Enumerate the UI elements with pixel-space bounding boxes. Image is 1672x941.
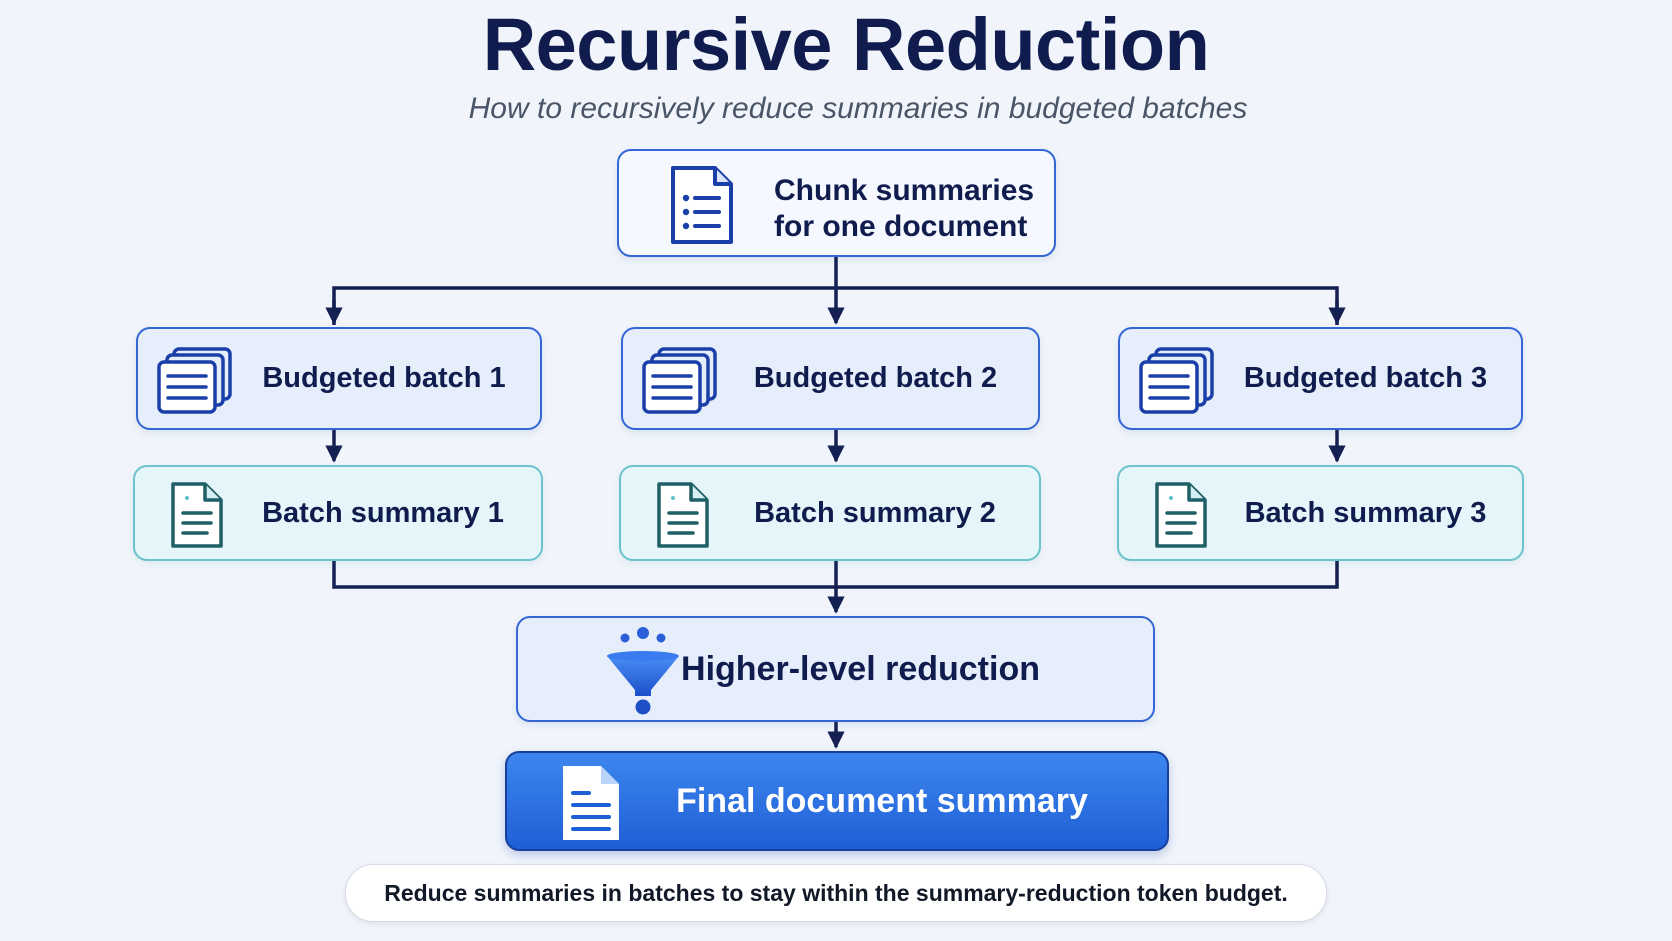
chunk-summaries-label: Chunk summaries for one document bbox=[774, 174, 1035, 243]
batch-summary-2-box: Batch summary 2 bbox=[619, 465, 1041, 561]
batch-summary-label: Batch summary 2 bbox=[754, 496, 996, 529]
stacked-documents-icon bbox=[641, 346, 721, 416]
document-icon bbox=[167, 481, 227, 549]
batch-summary-label: Batch summary 1 bbox=[262, 496, 504, 529]
budgeted-batch-label: Budgeted batch 1 bbox=[262, 362, 506, 394]
higher-level-reduction-label: Higher-level reduction bbox=[681, 649, 1040, 688]
final-document-summary-label: Final document summary bbox=[676, 781, 1088, 820]
batch-summary-1-box: Batch summary 1 bbox=[133, 465, 543, 561]
document-list-icon bbox=[669, 164, 735, 246]
budgeted-batch-3-box: Budgeted batch 3 bbox=[1118, 327, 1523, 430]
budgeted-batch-label: Budgeted batch 3 bbox=[1243, 362, 1488, 394]
budgeted-batch-label: Budgeted batch 2 bbox=[753, 362, 998, 394]
document-icon bbox=[653, 481, 713, 549]
diagram-title: Recursive Reduction bbox=[482, 3, 1210, 86]
stacked-documents-icon bbox=[1138, 346, 1218, 416]
stacked-documents-icon bbox=[156, 346, 236, 416]
diagram-subtitle: How to recursively reduce summaries in b… bbox=[468, 92, 1248, 125]
higher-level-reduction-box: Higher-level reduction bbox=[516, 616, 1155, 722]
document-icon bbox=[559, 763, 623, 843]
document-icon bbox=[1151, 481, 1211, 549]
batch-summary-label: Batch summary 3 bbox=[1244, 496, 1487, 529]
footer-note: Reduce summaries in batches to stay with… bbox=[345, 864, 1327, 922]
funnel-icon bbox=[603, 626, 683, 718]
budgeted-batch-2-box: Budgeted batch 2 bbox=[621, 327, 1040, 430]
chunk-summaries-box: Chunk summaries for one document bbox=[617, 149, 1056, 257]
batch-summary-3-box: Batch summary 3 bbox=[1117, 465, 1524, 561]
final-document-summary-box: Final document summary bbox=[505, 751, 1169, 851]
budgeted-batch-1-box: Budgeted batch 1 bbox=[136, 327, 542, 430]
